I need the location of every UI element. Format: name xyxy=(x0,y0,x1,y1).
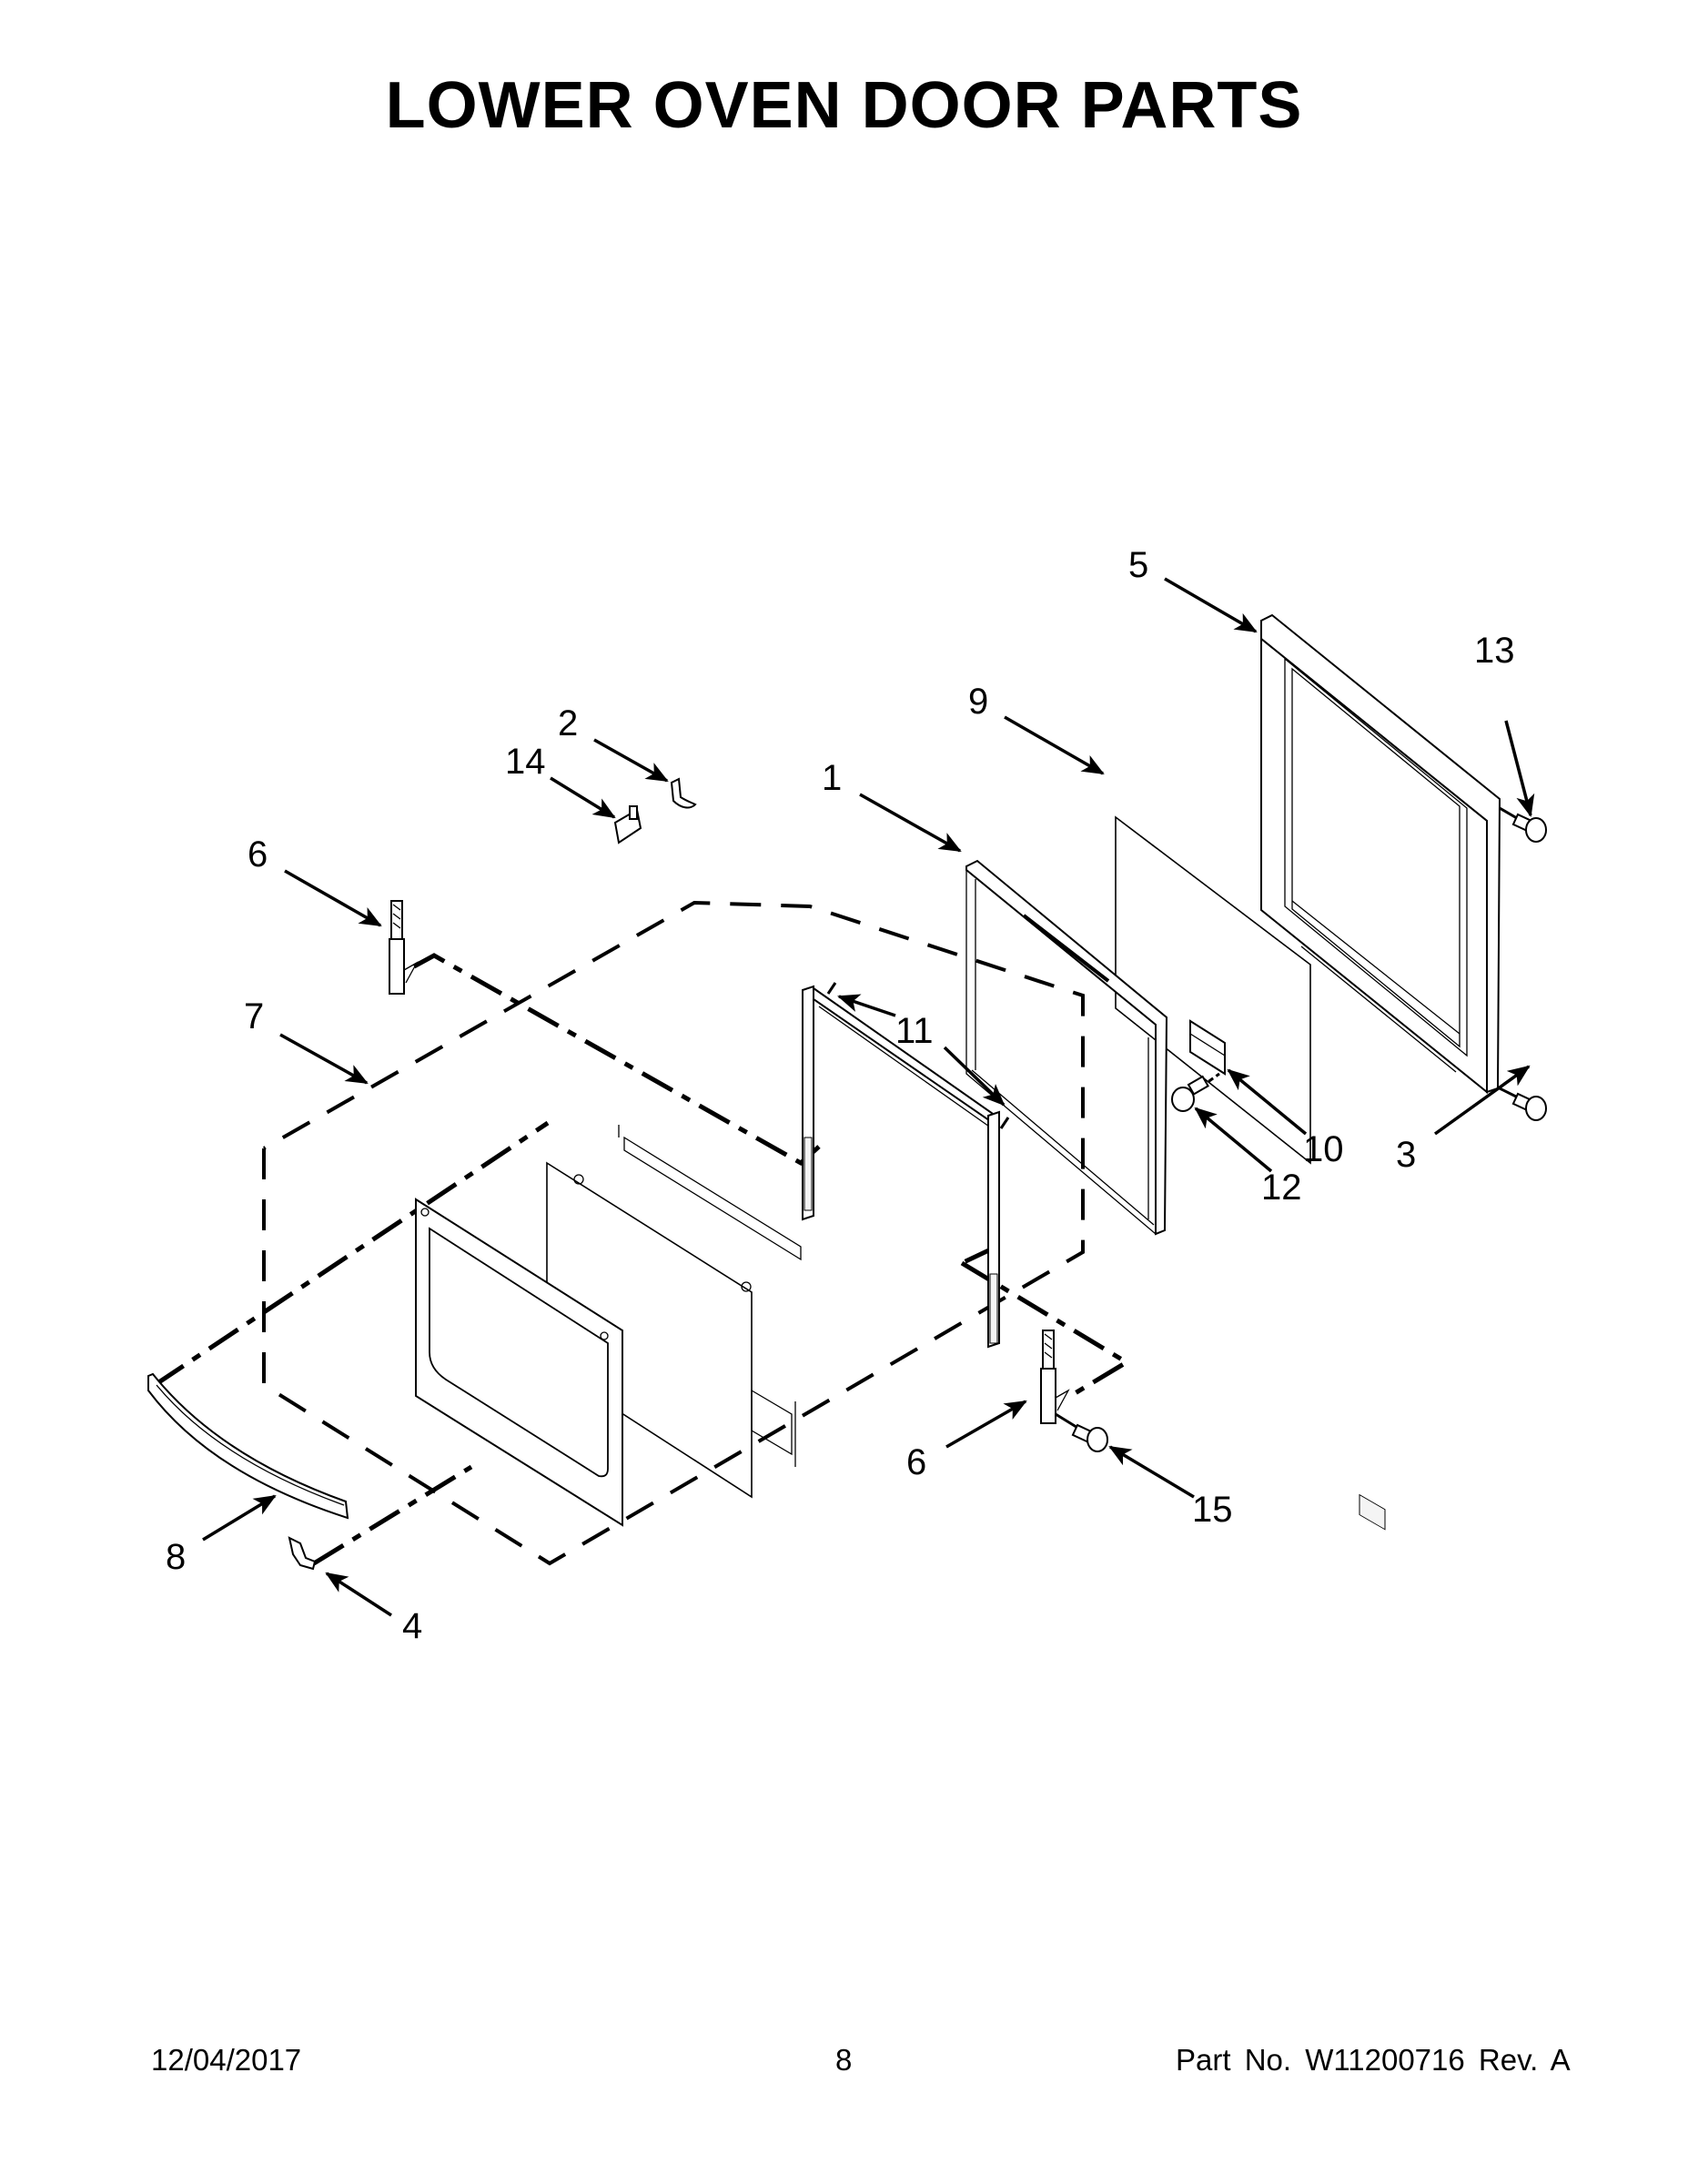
callout-6-right: 6 xyxy=(906,1442,926,1482)
callout-12: 12 xyxy=(1261,1168,1302,1208)
part-1-inner-door-panel xyxy=(965,859,1168,1236)
callout-2: 2 xyxy=(558,703,578,743)
part-2-clip xyxy=(670,777,697,809)
callout-11: 11 xyxy=(895,1011,934,1051)
callout-9: 9 xyxy=(968,682,988,722)
part-8-door-handle xyxy=(147,1372,349,1520)
callout-6-left: 6 xyxy=(248,834,268,875)
part-15-screw xyxy=(1055,1412,1108,1452)
callout-7: 7 xyxy=(244,996,264,1036)
inner-door-frame xyxy=(802,985,1000,1349)
page-title: LOWER OVEN DOOR PARTS xyxy=(385,69,1303,142)
part-6-hinge-right xyxy=(1040,1330,1070,1424)
leader-arrows xyxy=(202,577,1535,1617)
part-12-screw xyxy=(1171,1072,1220,1112)
part-9-glass-panel xyxy=(1115,815,1311,1165)
part-4-screw xyxy=(288,1536,317,1571)
part-10-bracket xyxy=(1189,1019,1226,1076)
part-11-screws xyxy=(826,982,1010,1129)
part-14-latch xyxy=(613,805,642,844)
front-door-panel xyxy=(415,1198,623,1527)
part-13-screw xyxy=(1499,806,1547,843)
callout-4: 4 xyxy=(402,1606,422,1646)
callout-10: 10 xyxy=(1303,1129,1344,1169)
callout-15: 15 xyxy=(1192,1490,1233,1530)
part-5-door-liner-frame xyxy=(1260,613,1501,1531)
callout-1: 1 xyxy=(822,758,842,798)
footer-date: 12/04/2017 xyxy=(151,2043,302,2077)
footer-part-number: Part No. W11200716 Rev. A xyxy=(1176,2043,1571,2077)
callout-labels: 5 13 9 2 14 1 6 7 11 10 12 3 6 15 8 4 xyxy=(166,545,1515,1646)
callout-5: 5 xyxy=(1128,545,1148,585)
callout-3: 3 xyxy=(1396,1135,1416,1175)
footer-page-number: 8 xyxy=(835,2043,853,2077)
callout-8: 8 xyxy=(166,1537,186,1577)
callout-14: 14 xyxy=(505,742,546,782)
part-6-hinge-left xyxy=(389,900,419,995)
part-3-screw xyxy=(1499,1087,1547,1121)
callout-13: 13 xyxy=(1474,631,1515,671)
